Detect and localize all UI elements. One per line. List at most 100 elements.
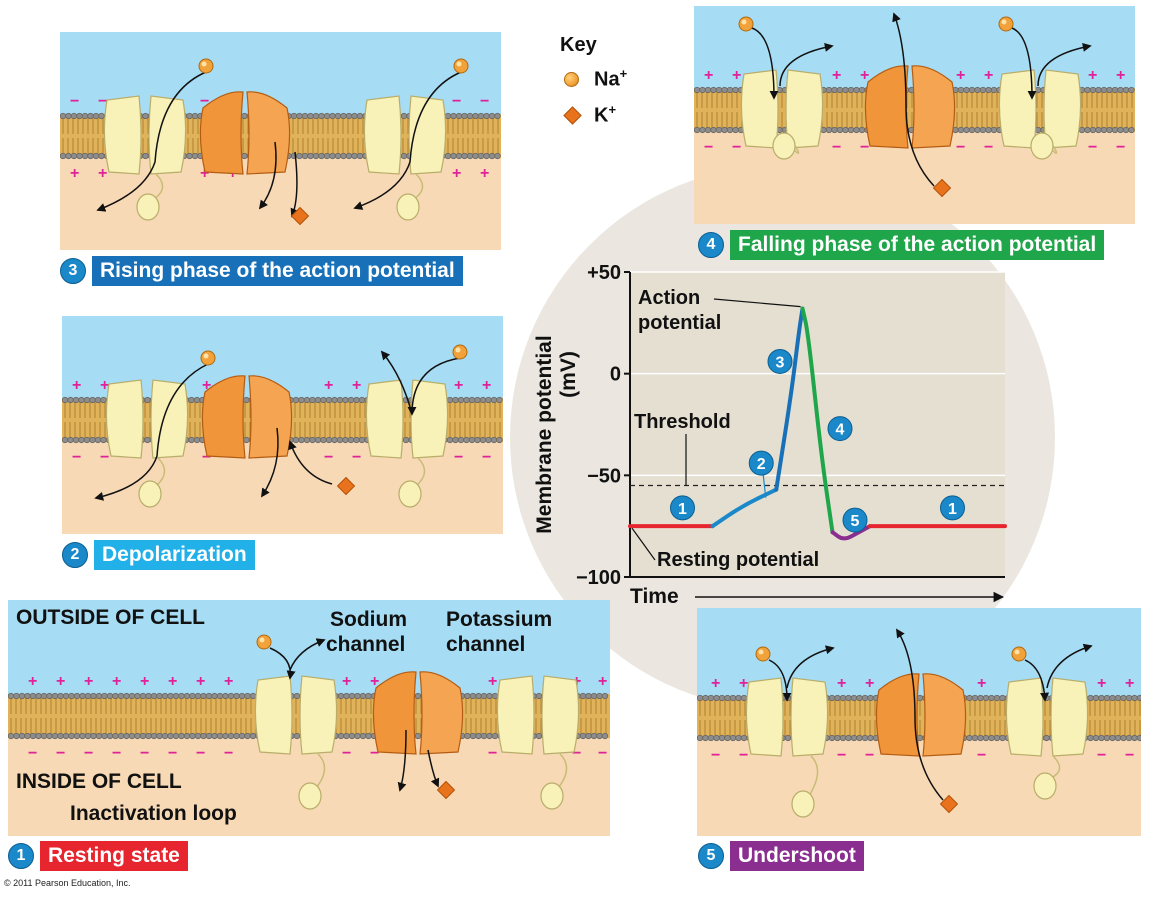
charge-sign: − bbox=[572, 745, 581, 762]
ion-flow-arrow bbox=[1024, 659, 1050, 702]
charge-sign: − bbox=[70, 93, 79, 110]
charge-sign: + bbox=[168, 673, 177, 690]
charge-sign: + bbox=[711, 675, 720, 692]
ion-flow-arrow bbox=[1046, 643, 1093, 689]
phase-4-label: 4 Falling phase of the action potential bbox=[698, 230, 1105, 260]
resting-potential-leader bbox=[631, 527, 656, 561]
phase-2-label: 2 Depolarization bbox=[62, 540, 255, 570]
charge-sign: − bbox=[1116, 139, 1125, 156]
na-ion-icon bbox=[564, 72, 579, 87]
inactivation-gate bbox=[1033, 772, 1057, 800]
phase-3-curve bbox=[774, 306, 805, 492]
phase-5-badge: 5 bbox=[698, 843, 724, 869]
charge-sign: − bbox=[370, 745, 379, 762]
phase-2-leader bbox=[762, 475, 767, 498]
ion-flow-arrow bbox=[786, 645, 835, 689]
charge-sign: − bbox=[860, 139, 869, 156]
k-ion-label: K+ bbox=[594, 102, 616, 128]
na-ion-charge: + bbox=[619, 66, 628, 81]
inactivation-loop bbox=[153, 173, 164, 200]
sodium-channel bbox=[745, 677, 829, 757]
key-title: Key bbox=[560, 34, 597, 56]
key-legend: Key Na+ K+ bbox=[560, 34, 660, 134]
sodium-channel-label-2: channel bbox=[326, 633, 406, 656]
charge-sign: + bbox=[482, 377, 491, 394]
x-axis-label: Time bbox=[630, 585, 679, 608]
charge-sign: − bbox=[1097, 747, 1106, 764]
ion-flow-arrow bbox=[290, 151, 299, 218]
charge-sign: − bbox=[732, 139, 741, 156]
charge-sign: − bbox=[482, 449, 491, 466]
na-ion-label: Na+ bbox=[594, 66, 627, 92]
phase-1-badge: 1 bbox=[8, 843, 34, 869]
ion-flow-arrow bbox=[94, 363, 209, 501]
ion-flow-arrow bbox=[892, 12, 935, 187]
charge-sign: − bbox=[837, 747, 846, 764]
charge-sign: + bbox=[977, 675, 986, 692]
charge-sign: + bbox=[352, 377, 361, 394]
charge-sign: + bbox=[224, 673, 233, 690]
charge-sign: − bbox=[100, 449, 109, 466]
charge-sign: − bbox=[452, 93, 461, 110]
charge-sign: − bbox=[739, 747, 748, 764]
sodium-ion bbox=[452, 344, 468, 360]
phase-marker-number: 1 bbox=[678, 501, 687, 518]
charge-sign: − bbox=[352, 449, 361, 466]
charge-sign: + bbox=[100, 377, 109, 394]
sodium-ion-highlight bbox=[741, 19, 747, 25]
charge-sign: − bbox=[598, 745, 607, 762]
sodium-ion bbox=[1011, 646, 1027, 662]
ion-flow-arrow bbox=[397, 729, 407, 792]
inactivation-gate bbox=[136, 193, 160, 221]
phase-3-text: Rising phase of the action potential bbox=[92, 256, 463, 286]
phase-4-badge: 4 bbox=[698, 232, 724, 258]
membrane-diagram: ++++++++−−−−−−−− bbox=[62, 316, 503, 534]
panel-rising-phase: −−−−−−++++++ bbox=[60, 32, 501, 250]
phase-3-badge: 3 bbox=[60, 258, 86, 284]
ion-flow-arrow bbox=[269, 647, 296, 680]
y-tick-label: −100 bbox=[576, 567, 621, 589]
sodium-ion bbox=[738, 16, 754, 32]
y-axis-unit: (mV) bbox=[557, 351, 580, 398]
charge-sign: + bbox=[140, 673, 149, 690]
ion-flow-arrow bbox=[407, 357, 461, 416]
phase-marker-number: 4 bbox=[836, 422, 845, 439]
y-axis-label: Membrane potential bbox=[533, 335, 556, 533]
charge-sign: + bbox=[196, 673, 205, 690]
charge-sign: + bbox=[56, 673, 65, 690]
inactivation-loop bbox=[155, 457, 166, 487]
inactivation-loop bbox=[557, 753, 568, 789]
charge-sign: − bbox=[200, 93, 209, 110]
sodium-channel bbox=[998, 69, 1082, 149]
sodium-channel bbox=[363, 95, 447, 175]
charge-sign: − bbox=[224, 745, 233, 762]
membrane-diagram: +++++++−−−−−−− bbox=[697, 608, 1141, 836]
inside-of-cell-label: INSIDE OF CELL bbox=[16, 770, 182, 793]
charge-sign: − bbox=[84, 745, 93, 762]
potassium-ion bbox=[336, 476, 356, 496]
sodium-ion-highlight bbox=[1014, 649, 1020, 655]
sodium-ion bbox=[200, 350, 216, 366]
phase-marker-number: 2 bbox=[757, 456, 766, 473]
phase-3-label: 3 Rising phase of the action potential bbox=[60, 256, 463, 286]
charge-sign: − bbox=[1125, 747, 1134, 764]
membrane-diagram: −−−−−−++++++ bbox=[60, 32, 501, 250]
ion-flow-arrow bbox=[96, 71, 207, 212]
charge-sign: − bbox=[56, 745, 65, 762]
panel-falling-phase: ++++++++−−−−−−−− bbox=[694, 6, 1135, 224]
charge-sign: − bbox=[1088, 139, 1097, 156]
inactivation-gate bbox=[1030, 132, 1054, 160]
phase-marker-number: 3 bbox=[776, 354, 785, 371]
phase-marker bbox=[827, 416, 853, 442]
sodium-channel bbox=[365, 379, 449, 459]
charge-sign: − bbox=[454, 449, 463, 466]
phase-marker bbox=[940, 495, 965, 521]
copyright-text: © 2011 Pearson Education, Inc. bbox=[4, 878, 131, 888]
charge-sign: + bbox=[732, 67, 741, 84]
charge-sign: − bbox=[488, 745, 497, 762]
ion-flow-arrow bbox=[768, 659, 792, 702]
sodium-ion-highlight bbox=[201, 61, 207, 67]
charge-sign: + bbox=[342, 673, 351, 690]
sodium-channel bbox=[105, 379, 189, 459]
